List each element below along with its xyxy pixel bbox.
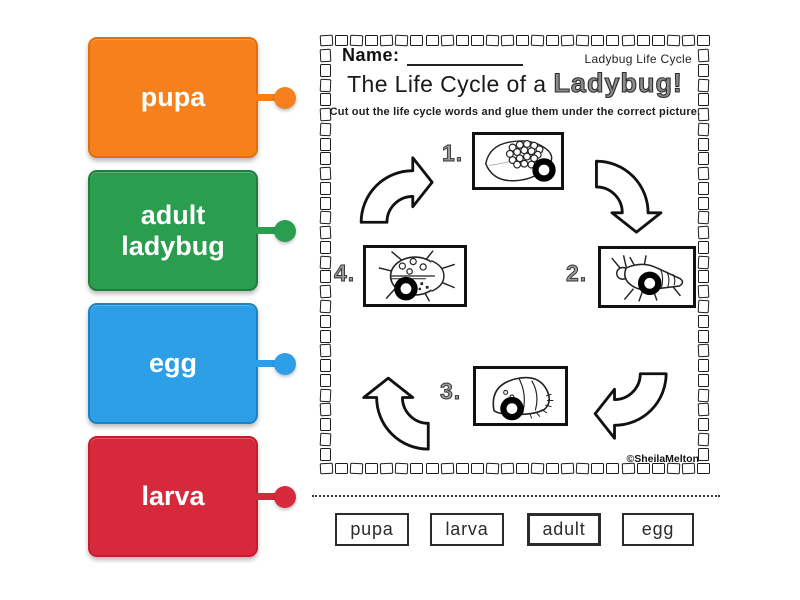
- label-card-pupa[interactable]: pupa: [88, 37, 296, 158]
- label-card-text: pupa: [140, 82, 206, 113]
- label-card-text: larva: [141, 481, 205, 512]
- name-label: Name:: [342, 45, 400, 65]
- connector: [256, 352, 296, 375]
- title-regular: The Life Cycle of a: [347, 71, 547, 97]
- drop-ring-stage-4[interactable]: [394, 276, 418, 301]
- stage-number-2: 2.: [566, 260, 588, 287]
- word-bank-label: adult: [542, 519, 586, 539]
- label-card-egg[interactable]: egg: [88, 303, 296, 424]
- stage-box-eggs: [472, 132, 564, 190]
- credit-text: ©SheilaMelton: [626, 453, 700, 465]
- worksheet-image: Name: Ladybug Life Cycle The Life Cycle …: [318, 32, 712, 478]
- connector-dot: [274, 219, 296, 242]
- drop-ring-stage-2[interactable]: [637, 271, 662, 296]
- word-bank-label: egg: [641, 519, 675, 539]
- dotted-cut-line: [312, 495, 720, 497]
- connector-dot: [274, 352, 296, 375]
- connector: [256, 485, 296, 508]
- title-emphasis: Ladybug!: [553, 67, 683, 98]
- tile-border-right: [697, 48, 710, 461]
- word-bank-pupa: pupa: [335, 513, 409, 546]
- stage-number-4: 4.: [334, 260, 356, 287]
- cycle-arrow-1-to-2: [595, 159, 663, 234]
- connector-stub: [256, 360, 275, 367]
- label-card-adult-ladybug[interactable]: adult ladybug: [88, 170, 296, 291]
- cycle-arrow-2-to-3: [593, 372, 668, 440]
- pupa-illustration: [492, 376, 554, 421]
- word-bank-larva: larva: [430, 513, 504, 546]
- name-blank-line: [406, 48, 523, 66]
- word-bank-label: larva: [445, 519, 489, 539]
- worksheet-title: The Life Cycle of a Ladybug!: [318, 67, 712, 99]
- name-row: Name: Ladybug Life Cycle: [342, 45, 692, 66]
- eggs-on-leaf-illustration: [484, 139, 556, 182]
- connector-dot: [274, 86, 296, 109]
- connector: [256, 219, 296, 242]
- label-card-larva[interactable]: larva: [88, 436, 296, 557]
- stage-number-3: 3.: [440, 378, 462, 405]
- stage-box-pupa: [473, 366, 568, 426]
- word-bank-egg: egg: [622, 513, 694, 546]
- word-bank-label: pupa: [350, 519, 394, 539]
- stage-box-larva: [598, 246, 696, 308]
- cycle-arrow-4-to-1: [359, 156, 434, 224]
- drop-ring-stage-3[interactable]: [500, 396, 524, 421]
- stage-number-1: 1.: [442, 140, 464, 167]
- drop-ring-stage-1[interactable]: [532, 158, 556, 182]
- cycle-arrow-3-to-4: [362, 376, 430, 451]
- larva-illustration: [611, 255, 684, 302]
- connector: [256, 86, 296, 109]
- adult-ladybug-illustration: [378, 250, 456, 302]
- tile-border-top: [319, 34, 710, 47]
- label-card-text: egg: [148, 348, 197, 379]
- connector-stub: [256, 493, 275, 500]
- connector-stub: [256, 227, 275, 234]
- word-bank-adult: adult: [527, 513, 601, 546]
- instructions-text: Cut out the life cycle words and glue th…: [329, 106, 701, 118]
- tile-border-bottom: [319, 462, 710, 475]
- tile-border-left: [319, 48, 332, 461]
- label-card-text: adult ladybug: [121, 200, 225, 261]
- connector-stub: [256, 94, 275, 101]
- stage-box-adult: [363, 245, 467, 307]
- connector-dot: [274, 485, 296, 508]
- corner-title: Ladybug Life Cycle: [584, 52, 692, 66]
